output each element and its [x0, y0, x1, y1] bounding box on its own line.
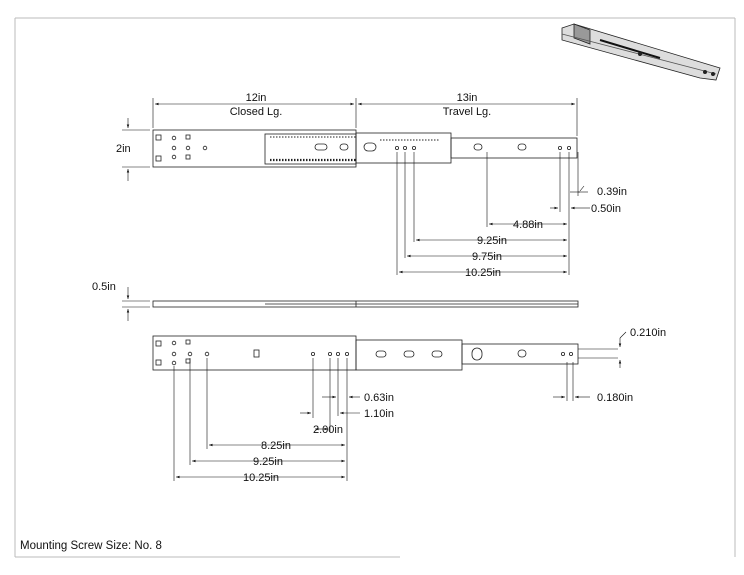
closed-length-label: 12in — [246, 92, 267, 104]
isometric-slide-icon — [561, 23, 721, 81]
thickness-label: 0.5in — [92, 281, 116, 293]
top-view-slide — [152, 129, 578, 168]
bottom-dim-4: 9.25in — [253, 456, 283, 468]
side-view-dimensions — [122, 287, 150, 321]
bottom-dim-3: 8.25in — [261, 440, 291, 452]
bottom-dim-2: 2.00in — [313, 424, 343, 436]
bottom-dim-0: 0.63in — [364, 392, 394, 404]
top-dim-1: 0.50in — [591, 203, 621, 215]
top-dim-5: 10.25in — [465, 267, 501, 279]
bottom-view-slide — [152, 335, 579, 371]
closed-length-sub: Closed Lg. — [230, 106, 283, 118]
top-dim-3: 9.25in — [477, 235, 507, 247]
travel-length-label: 13in — [457, 92, 478, 104]
bottom-dim-right-1: 0.180in — [597, 392, 633, 404]
height-label: 2in — [116, 143, 131, 155]
top-dim-0: 0.39in — [597, 186, 627, 198]
top-dim-2: 4.88in — [513, 219, 543, 231]
top-view-dimensions — [122, 98, 590, 275]
bottom-view-dimensions — [173, 331, 627, 481]
bottom-dim-1: 1.10in — [364, 408, 394, 420]
bottom-dim-5: 10.25in — [243, 472, 279, 484]
sheet-border — [14, 17, 736, 558]
top-dim-4: 9.75in — [472, 251, 502, 263]
bottom-dim-right-0: 0.210in — [630, 327, 666, 339]
mounting-screw-note: Mounting Screw Size: No. 8 — [20, 540, 162, 552]
travel-length-sub: Travel Lg. — [443, 106, 492, 118]
side-view-slide — [152, 300, 579, 308]
